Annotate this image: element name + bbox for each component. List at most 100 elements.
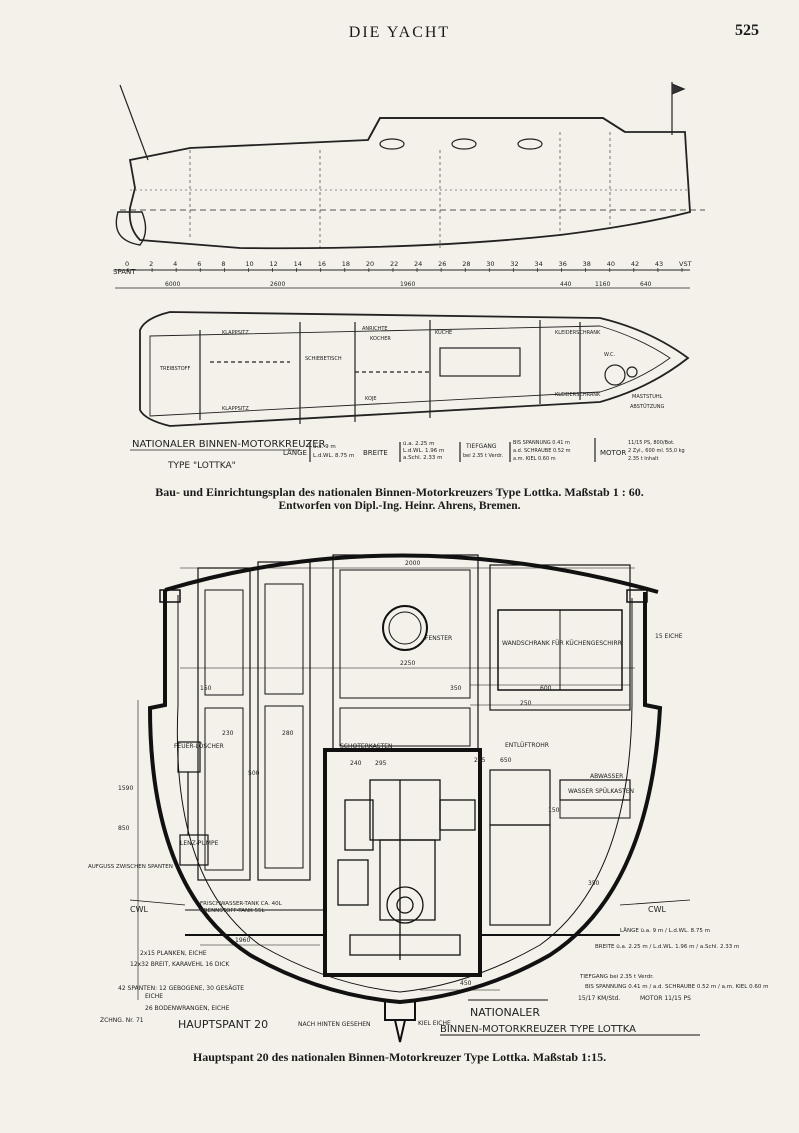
tiefgang-label: TIEFGANG (465, 443, 497, 450)
title-block-line-1: NATIONALER (470, 1006, 540, 1019)
motor-value-2: 2 Zyl., 600 ml. 55,0 kg (628, 448, 685, 454)
frame-number: 8 (221, 260, 225, 268)
frame-number: 20 (366, 260, 374, 268)
plan-label: TREIBSTOFF (159, 366, 191, 372)
frame-number: 0 (125, 260, 129, 268)
left-spec-4: EICHE (145, 993, 163, 1000)
right-spec-tiefgang: TIEFGANG bei 2.35 t Verdr. (579, 974, 654, 980)
fenster-label: FENSTER (425, 635, 452, 642)
section-dimension: 650 (500, 757, 512, 764)
section-dimension: 280 (282, 730, 294, 737)
dimension-value: 1160 (595, 281, 610, 288)
section-dimension: 600 (540, 685, 552, 692)
type-label: TYPE "LOTTKA" (167, 461, 236, 471)
section-dimension: 295 (375, 760, 387, 767)
left-spec-3: 42 SPANTEN: 12 GEBOGENE, 30 GESÄGTE (118, 985, 244, 992)
plan-label: ANRICHTE (362, 326, 388, 332)
section-dimension: 230 (222, 730, 234, 737)
frame-number: VST (679, 260, 692, 268)
dimension-value: 440 (560, 281, 572, 288)
abwasser-label: ABWASSER (590, 773, 623, 780)
section-dimension: 500 (248, 770, 260, 777)
kiel-label: KIEL EICHE (418, 1020, 451, 1027)
breite-value-3: a.Schl. 2.33 m (403, 455, 443, 461)
motor-value-1: 11/15 PS, 800/Bot. (628, 440, 675, 446)
frame-number: 12 (270, 260, 278, 268)
right-spec-speed: 15/17 KM/Std. (578, 995, 620, 1002)
page-number: 525 (735, 22, 759, 39)
breite-label: BREITE (363, 449, 388, 457)
frame-number: 10 (245, 260, 253, 268)
frame-number: 28 (462, 260, 470, 268)
title-block-line-2: BINNEN-MOTORKREUZER TYPE LOTTKA (440, 1024, 636, 1035)
frame-number: 6 (197, 260, 201, 268)
aufguss-label: AUFGUSS ZWISCHEN SPANTEN (88, 864, 173, 870)
frame-number: 16 (318, 260, 326, 268)
section-dimension: 2000 (405, 560, 420, 567)
nach-hinten-label: NACH HINTEN GESEHEN (298, 1021, 371, 1028)
running-header: DIE YACHT (348, 24, 451, 41)
lenzpumpe-label: LENZ-PUMPE (180, 840, 219, 847)
section-dimension: 265 (474, 757, 486, 764)
plan-room-labels: KLAPPSITZKLAPPSITZSCHIEBETISCHANRICHTEKO… (159, 326, 665, 412)
plan-label: W.C. (604, 352, 615, 358)
plan-label: KLEIDERSCHRANK (555, 330, 601, 336)
frame-number: 36 (559, 260, 567, 268)
right-spec-depth: BIS SPANNUNG 0.41 m / a.d. SCHRAUBE 0.52… (585, 984, 768, 990)
section-dimension: 150 (548, 807, 560, 814)
section-dimension: 250 (520, 700, 532, 707)
motor-value-3: 2.35 t Inhalt (628, 456, 659, 462)
frame-number: 34 (534, 260, 542, 268)
plan-label: KLEIDERSCHRANK (555, 392, 601, 398)
plan-label: ABSTÜTZUNG (630, 403, 665, 410)
right-spec-motor: MOTOR 11/15 PS (640, 995, 691, 1002)
dimension-value: 6000 (165, 281, 180, 288)
section-dimension: 850 (118, 825, 130, 832)
frame-number: 40 (607, 260, 615, 268)
laenge-label: LÄNGE (283, 448, 307, 457)
figure-1-credit: Entworfen von Dipl.-Ing. Heinr. Ahrens, … (278, 500, 521, 512)
frame-number: 42 (631, 260, 639, 268)
section-dimension: 450 (460, 980, 472, 987)
breite-value-2: L.d.WL. 1.96 m (403, 448, 444, 454)
schoterkasten-label: SCHOTERKASTEN (340, 743, 393, 750)
entlueftrohr-label: ENTLÜFTROHR (505, 742, 549, 749)
section-dimension: 240 (350, 760, 362, 767)
spant-label: SPANT (113, 268, 136, 276)
section-dimension: 2250 (400, 660, 415, 667)
laenge-value-1: ü.a. 9 m (313, 444, 336, 450)
section-dimension: 350 (450, 685, 462, 692)
eiche-label: 15 EICHE (655, 633, 683, 640)
section-dimension: 1590 (118, 785, 133, 792)
zeichnung-label: ZCHNG. Nr. 71 (100, 1017, 144, 1024)
dimension-value: 2600 (270, 281, 285, 288)
section-dimension: 1960 (235, 937, 250, 944)
section-dimension: 150 (200, 685, 212, 692)
brennstoff-label: BRENNSTOFF-TANK 55L (200, 908, 265, 914)
frame-number: 32 (510, 260, 518, 268)
frame-number: 26 (438, 260, 446, 268)
cwl-left-label: CWL (130, 905, 148, 914)
depth-value-1: BIS SPANNUNG 0.41 m (513, 440, 570, 446)
figure-2-caption: Hauptspant 20 des nationalen Binnen-Moto… (192, 1050, 607, 1064)
bow-staff (119, 84, 149, 161)
depth-value-2: a.d. SCHRAUBE 0.52 m (513, 448, 571, 454)
plan-label: KOJE (365, 396, 377, 402)
left-spec-2: 12x32 BREIT, KARAVEHL 16 DICK (130, 961, 230, 968)
right-spec-laenge: LÄNGE ü.a. 9 m / L.d.WL. 8.75 m (620, 927, 710, 934)
plan-label: KOCHER (370, 336, 391, 342)
section-dimensions: 2000 2250 350 600 250 230 280 150 1590 850 500 450 2… (118, 560, 600, 987)
frame-number: 14 (294, 260, 302, 268)
cwl-right-label: CWL (648, 905, 666, 914)
section-dimension: 350 (588, 880, 600, 887)
wasserspuelkasten-label: WASSER SPÜLKASTEN (568, 788, 634, 795)
title-block: NATIONALER BINNEN-MOTORKREUZER (132, 439, 326, 450)
dimension-value: 1960 (400, 281, 415, 288)
breite-value-1: ü.a. 2.25 m (403, 441, 434, 447)
plan-label: SCHIEBETISCH (305, 356, 342, 362)
plan-label: MASTSTUHL (632, 394, 663, 400)
hauptspant-label: HAUPTSPANT 20 (178, 1018, 268, 1031)
frame-number: 18 (342, 260, 350, 268)
